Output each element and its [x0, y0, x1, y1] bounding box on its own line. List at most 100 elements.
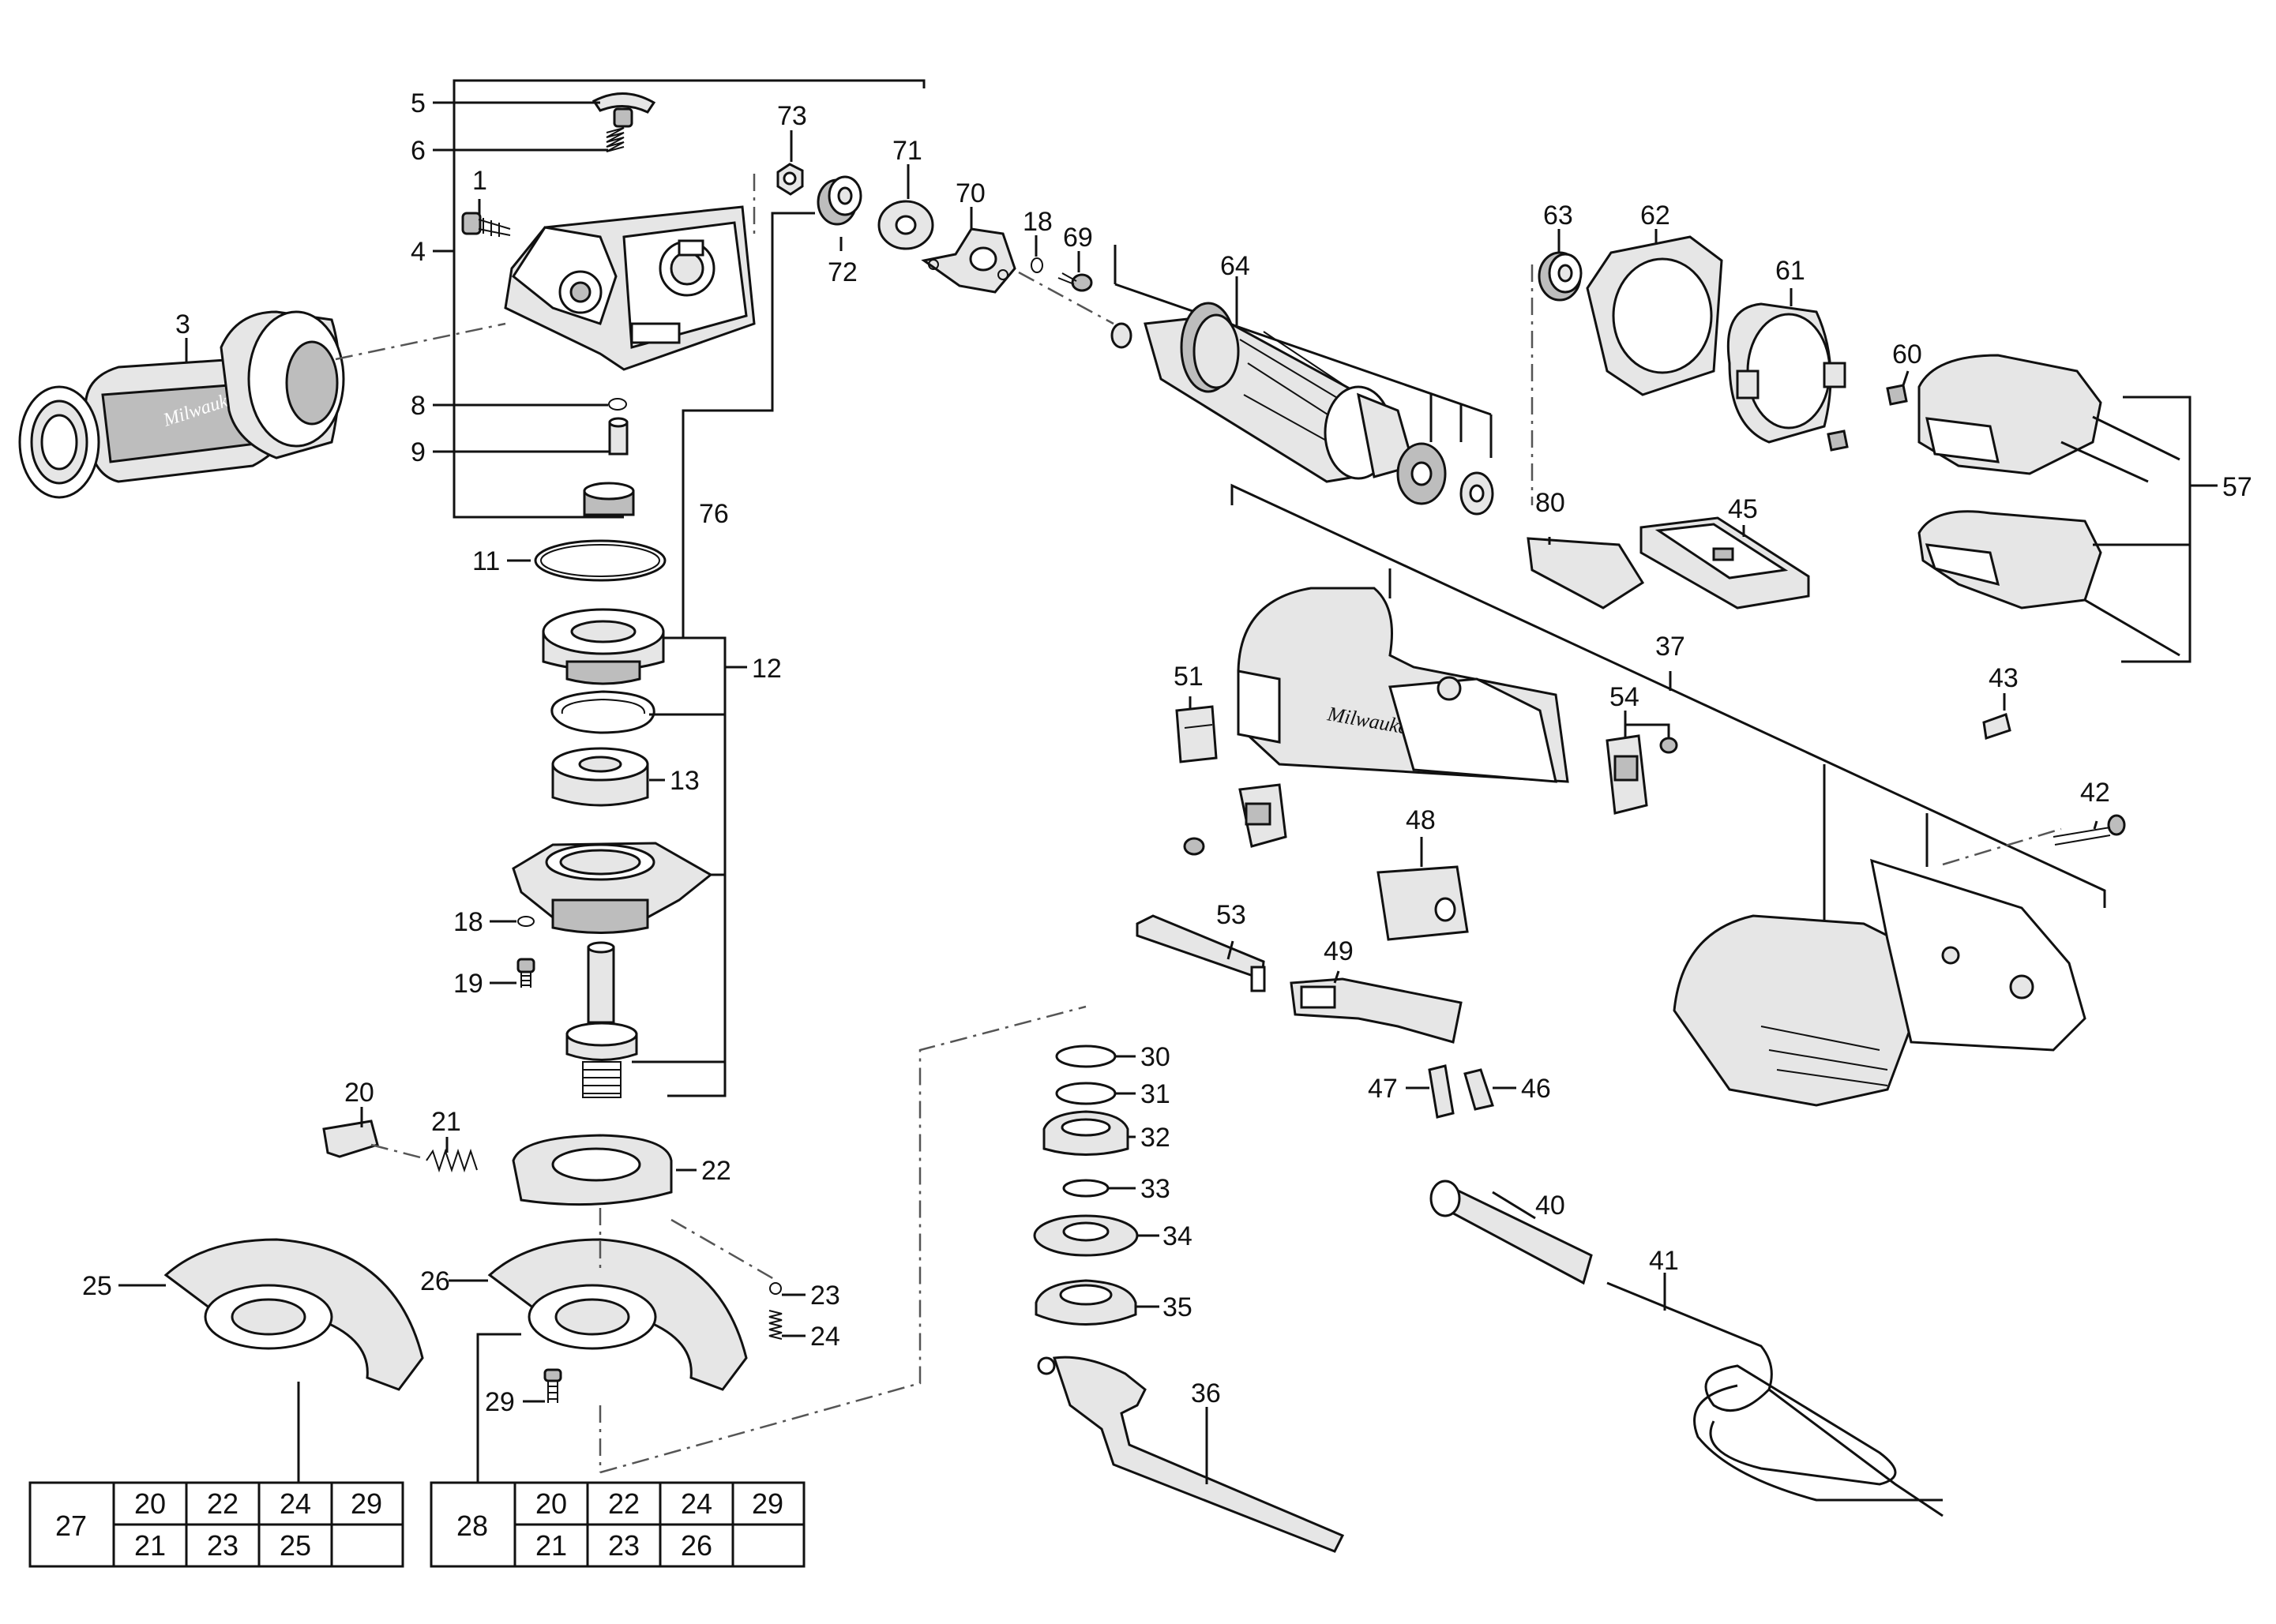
part-18-washer[interactable] [517, 916, 535, 927]
part-69-screw[interactable] [1057, 272, 1093, 292]
part-70-bearing-plate[interactable] [921, 227, 1016, 294]
part-57-field-shroud-upper[interactable] [1917, 354, 2180, 483]
part-37-motor-housing-lower[interactable] [1673, 858, 2086, 1107]
part-26-wheel-guard[interactable] [487, 1238, 748, 1391]
callout-61: 61 [1775, 256, 1805, 286]
kit-27-number: 27 [55, 1510, 87, 1542]
part-62-fan-baffle[interactable] [1586, 235, 1723, 396]
callout-63: 63 [1543, 201, 1573, 231]
gearhead-bracket [453, 79, 926, 519]
kit-28-r1c3: 24 [681, 1487, 712, 1520]
part-54-screw[interactable] [1659, 737, 1678, 754]
part-22-guard-clamp[interactable] [512, 1134, 673, 1206]
callout-80: 80 [1535, 488, 1565, 518]
part-25-wheel-guard[interactable] [163, 1238, 424, 1391]
callout-12: 12 [752, 654, 782, 684]
part-72-bearing[interactable] [817, 175, 862, 226]
callout-33: 33 [1140, 1174, 1170, 1204]
callout-76: 76 [699, 499, 729, 529]
callout-41: 41 [1649, 1246, 1679, 1276]
callout-51: 51 [1174, 662, 1204, 692]
callout-26: 26 [420, 1266, 450, 1296]
part-29-screw[interactable] [543, 1368, 562, 1403]
callout-64: 64 [1220, 251, 1250, 281]
part-51-switch-cover[interactable] [1175, 705, 1218, 763]
part-12-spindle[interactable] [565, 941, 638, 1098]
brush-holder-left[interactable] [1238, 783, 1287, 848]
needle-bearing [583, 482, 635, 516]
part-9-pin[interactable] [608, 417, 629, 456]
part-31-o-ring[interactable] [1055, 1082, 1117, 1105]
callout-30: 30 [1140, 1042, 1170, 1072]
part-18-washer-top[interactable] [1031, 257, 1043, 273]
kit-lead-lines [297, 1333, 521, 1483]
part-35-lock-nut[interactable] [1035, 1279, 1137, 1326]
part-19-screw[interactable] [516, 958, 535, 988]
callout-19: 19 [453, 969, 483, 999]
part-47-terminal[interactable] [1428, 1064, 1455, 1119]
part-40-cord-sleeve[interactable] [1429, 1180, 1593, 1285]
part-41-power-cord[interactable] [1606, 1281, 1944, 1517]
kit-27-r1c2: 22 [207, 1487, 238, 1520]
part-5-lock-button[interactable] [592, 92, 656, 128]
part-8-washer[interactable] [608, 398, 627, 411]
part-63-bearing[interactable] [1538, 251, 1583, 302]
part-73-nut[interactable] [776, 163, 804, 196]
callout-47: 47 [1368, 1074, 1398, 1104]
part-6-spring[interactable] [606, 127, 625, 152]
callout-31: 31 [1140, 1079, 1170, 1109]
kit-table-27: 27 20 22 24 29 21 23 25 [28, 1481, 404, 1568]
callout-36: 36 [1191, 1378, 1221, 1408]
part-21-spring[interactable] [426, 1148, 478, 1173]
callout-32: 32 [1140, 1123, 1170, 1153]
part-80-label[interactable] [1527, 537, 1645, 609]
part-20-clip[interactable] [322, 1120, 379, 1158]
part-24-spring[interactable] [768, 1310, 783, 1340]
part-12-bevel-gear[interactable] [542, 608, 665, 685]
part-4-gear-housing[interactable] [504, 205, 756, 371]
callout-29: 29 [485, 1387, 515, 1417]
callout-3: 3 [175, 309, 190, 339]
callout-57: 57 [2222, 472, 2252, 502]
part-13-bearing[interactable] [551, 747, 649, 807]
part-12-circlip[interactable] [550, 690, 655, 734]
part-64-armature[interactable] [1110, 302, 1494, 516]
kit-27-r2c3: 25 [280, 1529, 311, 1562]
part-32-flange[interactable] [1042, 1110, 1129, 1156]
part-48-capacitor[interactable] [1376, 865, 1469, 941]
screw-left[interactable] [1183, 837, 1205, 856]
part-61-brush-holder-ring[interactable] [1726, 302, 1846, 444]
part-60-brush[interactable] [1827, 384, 1908, 452]
part-42-screw[interactable] [2053, 814, 2126, 846]
part-45-electronic-module[interactable] [1639, 516, 1810, 609]
part-11-o-ring[interactable] [534, 539, 667, 582]
callout-72: 72 [828, 257, 858, 287]
callout-9: 9 [411, 437, 426, 467]
part-33-o-ring[interactable] [1062, 1179, 1110, 1198]
part-57-field-shroud-lower[interactable] [1917, 510, 2188, 657]
kit-27-r2c2: 23 [207, 1529, 238, 1562]
part-43-plug[interactable] [1982, 713, 2011, 740]
part-30-o-ring[interactable] [1055, 1045, 1117, 1068]
part-12-bearing-flange[interactable] [512, 842, 713, 934]
part-3-side-handle[interactable]: Milwaukee [18, 310, 345, 499]
callout-11: 11 [472, 546, 500, 576]
part-49-switch-lever[interactable] [1290, 977, 1463, 1044]
part-71-rubber-ring[interactable] [877, 200, 934, 250]
callout-34: 34 [1162, 1221, 1192, 1251]
bracket-76 [682, 212, 815, 638]
part-57-field-bracket [2109, 396, 2218, 663]
callout-23: 23 [810, 1281, 840, 1311]
part-37-motor-housing-upper[interactable]: Milwaukee [1237, 587, 1569, 783]
part-1-screw[interactable] [461, 212, 511, 237]
part-36-spanner[interactable] [1037, 1356, 1345, 1553]
part-54-carbon-brush-holder[interactable] [1606, 734, 1648, 815]
callout-43: 43 [1989, 663, 2019, 693]
part-46-terminal[interactable] [1463, 1068, 1494, 1111]
part-23-ball[interactable] [769, 1282, 782, 1295]
callout-21: 21 [431, 1107, 461, 1137]
kit-28-r2c1: 21 [535, 1529, 567, 1562]
part-53-switch-rod[interactable] [1136, 914, 1266, 992]
part-34-flange[interactable] [1033, 1214, 1139, 1257]
